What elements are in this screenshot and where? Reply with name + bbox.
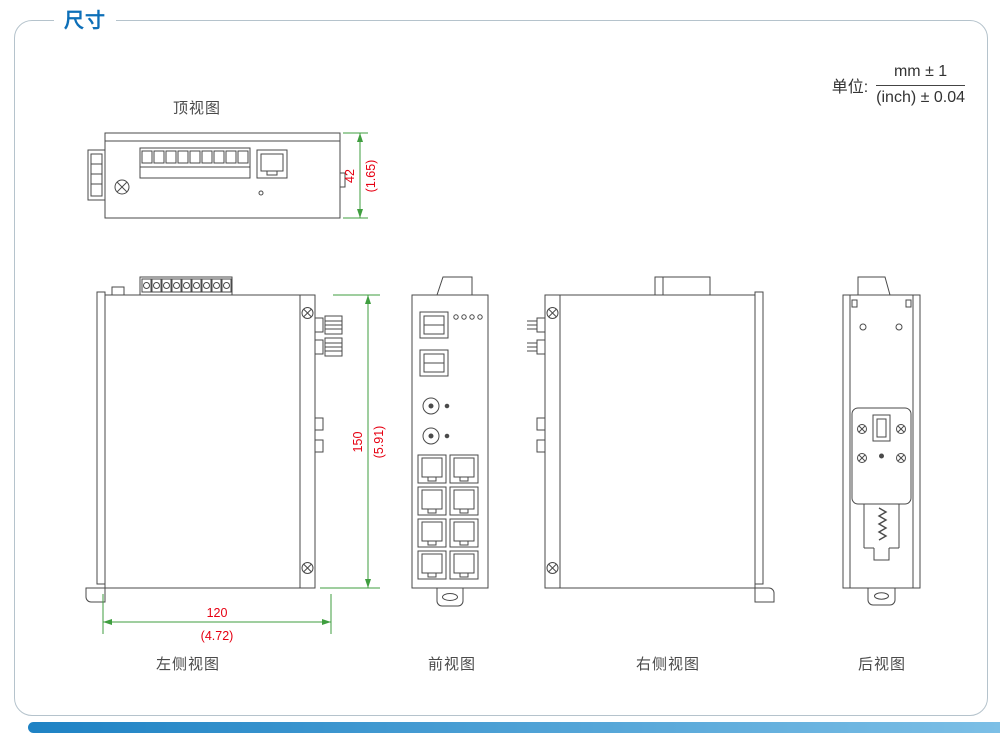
section-title: 尺寸 (54, 4, 116, 33)
screw-icon (546, 307, 559, 319)
din-rail-plate (754, 291, 775, 603)
right-side-view-drawing (527, 276, 775, 603)
ground-screw (422, 427, 450, 445)
terminal-block-top (654, 276, 711, 296)
top-bump (111, 286, 125, 296)
right-side-view-label: 右侧视图 (635, 656, 701, 673)
rear-view-label: 后视图 (857, 656, 907, 673)
mounting-tab (436, 587, 464, 607)
din-clip-slider-spring (863, 504, 900, 561)
screw-icon (301, 307, 314, 319)
screw-icon (301, 562, 314, 574)
unit-note: 单位: mm ± 1 (inch) ± 0.04 (832, 62, 965, 109)
terminal-block (139, 276, 233, 296)
mounting-tab (867, 587, 896, 606)
left-side-view-drawing (85, 276, 343, 603)
screw-icon (114, 179, 130, 195)
side-button (314, 417, 324, 431)
sfp-side-connectors (314, 315, 343, 357)
device-body (544, 294, 756, 589)
front-view-drawing (411, 276, 489, 607)
device-body (104, 294, 316, 589)
unit-fraction: mm ± 1 (inch) ± 0.04 (876, 62, 965, 109)
unit-inch-tolerance: (inch) ± 0.04 (876, 88, 965, 106)
top-view-drawing (87, 132, 346, 219)
din-rail-plate (85, 291, 106, 603)
unit-label: 单位: (831, 79, 869, 97)
rear-view-drawing (842, 276, 921, 606)
screw-icon (546, 562, 559, 574)
side-button (536, 439, 546, 453)
device-body (104, 132, 341, 219)
content-frame (14, 20, 988, 716)
footer-bar (28, 722, 1000, 733)
led-dot (258, 190, 264, 196)
left-side-view-label: 左侧视图 (155, 656, 221, 673)
screw-hole (895, 323, 903, 331)
top-connector (857, 276, 891, 296)
sfp-port (419, 311, 449, 339)
rj45-port (256, 149, 288, 179)
side-button (536, 417, 546, 431)
screw-hole (859, 323, 867, 331)
rj45-port-grid (417, 454, 479, 580)
sfp-port (419, 349, 449, 377)
sfp-side-connectors (527, 317, 546, 355)
ground-screw (422, 397, 450, 415)
terminal-block (139, 147, 251, 179)
front-view-label: 前视图 (427, 656, 477, 673)
top-connector (436, 276, 473, 296)
side-notch (339, 172, 346, 188)
led-indicators (453, 314, 483, 320)
top-view-label: 顶视图 (172, 100, 222, 117)
din-rail-clip (851, 407, 912, 505)
din-clip-end (87, 149, 106, 201)
side-button (314, 439, 324, 453)
unit-mm-tolerance: mm ± 1 (876, 62, 965, 86)
